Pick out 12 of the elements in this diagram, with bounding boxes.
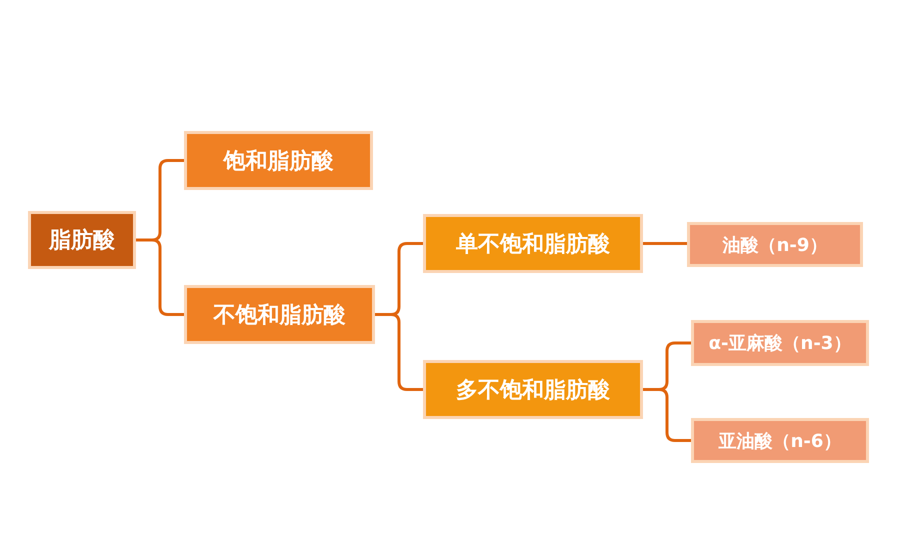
connector-line	[643, 388, 691, 442]
category-box: 油酸（n-9）	[687, 222, 863, 267]
category-box: 饱和脂肪酸	[184, 131, 373, 190]
connector-line	[136, 238, 184, 316]
category-box: 多不饱和脂肪酸	[423, 360, 643, 419]
category-box: 不饱和脂肪酸	[184, 285, 375, 344]
connector-line	[643, 242, 687, 245]
category-box: α-亚麻酸（n-3）	[691, 320, 869, 366]
category-box: 脂肪酸	[28, 211, 136, 269]
category-box: 单不饱和脂肪酸	[423, 214, 643, 273]
category-box: 亚油酸（n-6）	[691, 418, 869, 463]
connector-line	[375, 313, 423, 391]
